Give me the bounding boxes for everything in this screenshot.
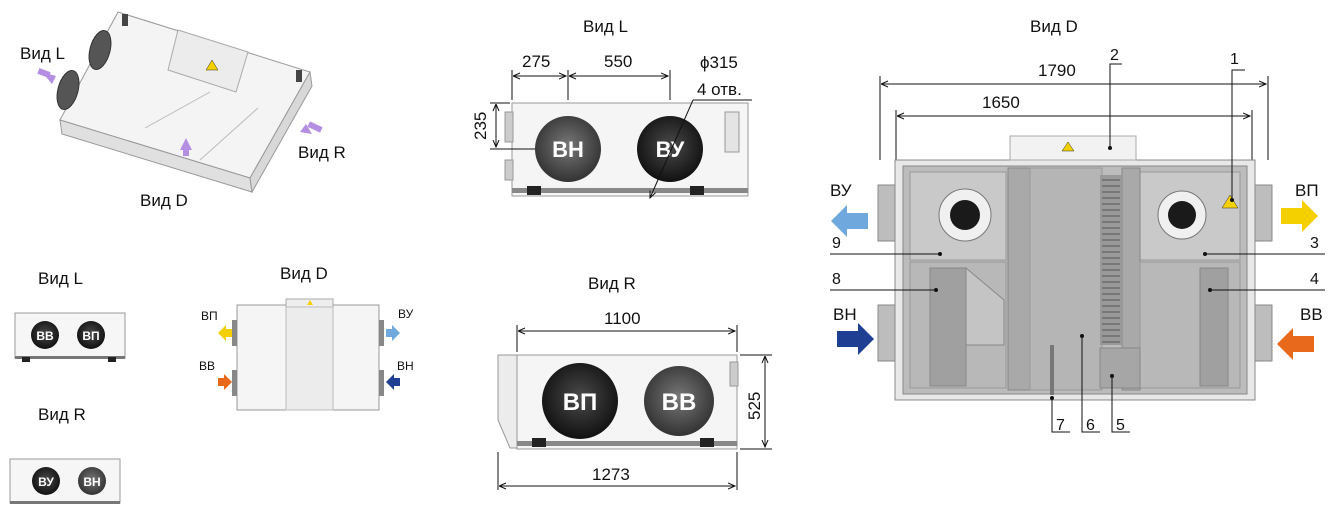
big-d-arrow-vn	[837, 323, 874, 355]
dim-1273: 1273	[592, 465, 630, 484]
small-d-arrow-vp	[218, 325, 232, 341]
dim-525: 525	[745, 392, 764, 420]
big-d-tag-vp: ВП	[1295, 181, 1319, 200]
iso-view-l-label: Вид L	[20, 44, 65, 63]
small-view-r-label: Вид R	[38, 405, 86, 424]
mid-l-port-vu: ВУ	[656, 137, 685, 162]
dim-1650: 1650	[982, 93, 1020, 112]
small-view-r-unit	[9, 458, 121, 504]
small-d-tag-vv: ВВ	[199, 359, 215, 373]
small-r-port-vu: ВУ	[38, 475, 54, 489]
big-d-arrow-vp	[1281, 200, 1318, 232]
mid-r-port-vp: ВП	[563, 389, 598, 416]
small-d-tag-vp: ВП	[201, 309, 218, 323]
callout-8: 8	[832, 271, 841, 288]
mid-view-l-label: Вид L	[583, 17, 628, 36]
dim-275: 275	[522, 52, 550, 71]
big-d-arrows	[831, 200, 1318, 360]
callout-9: 9	[832, 235, 841, 252]
callout-leaders	[830, 63, 1325, 433]
small-d-arrows	[218, 325, 400, 390]
small-view-d-label: Вид D	[280, 264, 328, 283]
big-d-grille	[1102, 179, 1120, 343]
mid-view-r-unit	[497, 354, 739, 450]
small-d-tag-vn: ВН	[397, 359, 414, 373]
small-l-port-vp: ВП	[82, 329, 99, 343]
mid-r-dim-lines	[497, 325, 772, 490]
small-l-port-vv: ВВ	[36, 329, 54, 343]
big-d-arrow-vv	[1277, 328, 1314, 360]
small-d-arrow-vv	[218, 374, 232, 390]
iso-view-r-label: Вид R	[298, 143, 346, 162]
callout-dots	[934, 146, 1234, 400]
small-view-d-unit	[232, 298, 384, 411]
big-view-d-unit	[877, 135, 1273, 401]
big-d-arrow-vu	[831, 205, 868, 237]
dim-550: 550	[604, 52, 632, 71]
callout-1: 1	[1230, 51, 1239, 68]
dim-holes: 4 отв.	[697, 80, 742, 99]
big-d-tag-vu: ВУ	[830, 181, 852, 200]
small-r-port-vn: ВН	[83, 475, 100, 489]
small-view-l-label: Вид L	[38, 269, 83, 288]
small-d-arrow-vn	[386, 374, 400, 390]
small-view-l-unit	[14, 312, 126, 362]
mid-l-port-vn: ВН	[552, 137, 584, 162]
isometric-unit	[37, 11, 323, 194]
big-d-tag-vv: ВВ	[1300, 305, 1323, 324]
dim-diameter: ϕ315	[700, 53, 738, 72]
callout-6: 6	[1086, 417, 1095, 434]
small-d-arrow-vu	[386, 325, 400, 341]
dim-1100: 1100	[604, 309, 641, 328]
callout-4: 4	[1310, 271, 1319, 288]
dim-235: 235	[471, 112, 490, 140]
callout-7: 7	[1056, 417, 1065, 434]
big-view-d-dims	[879, 76, 1269, 160]
iso-view-d-label: Вид D	[140, 191, 188, 210]
callout-5: 5	[1116, 417, 1125, 434]
dim-1790: 1790	[1038, 61, 1076, 80]
callout-3: 3	[1310, 235, 1319, 252]
callout-2: 2	[1110, 47, 1119, 64]
big-view-d-label: Вид D	[1030, 17, 1078, 36]
big-d-tag-vn: ВН	[833, 305, 857, 324]
mid-view-l-unit	[504, 102, 749, 197]
small-d-tag-vu: ВУ	[398, 307, 414, 321]
mid-view-r-label: Вид R	[588, 274, 636, 293]
mid-l-dim-lines	[490, 70, 752, 198]
mid-r-port-vv: ВВ	[662, 389, 697, 416]
